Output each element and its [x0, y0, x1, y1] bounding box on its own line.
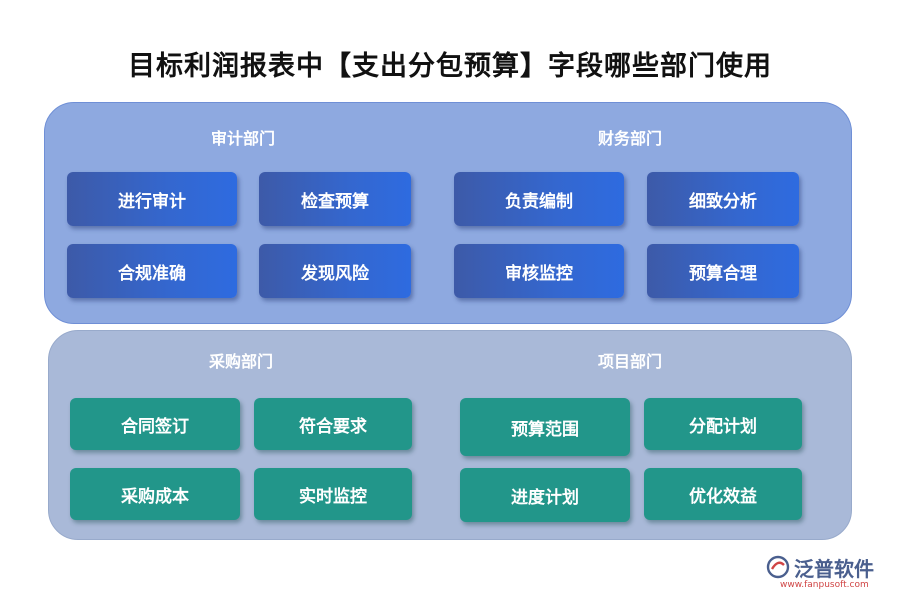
dept-label-project: 项目部门: [597, 352, 662, 371]
tag-purchase-4: 实时监控: [254, 468, 412, 520]
tag-audit-4: 发现风险: [259, 244, 411, 298]
tag-audit-3: 合规准确: [67, 244, 237, 298]
tag-project-1: 预算范围: [460, 398, 630, 456]
dept-label-purchase: 采购部门: [208, 352, 273, 371]
dept-label-finance: 财务部门: [597, 129, 662, 148]
tag-audit-1: 进行审计: [67, 172, 237, 226]
page-title: 目标利润报表中【支出分包预算】字段哪些部门使用: [128, 51, 772, 82]
dept-label-audit: 审计部门: [210, 129, 275, 148]
fanpu-logo-icon: [766, 555, 790, 579]
tag-project-4: 优化效益: [644, 468, 802, 520]
tag-purchase-3: 采购成本: [70, 468, 240, 520]
tag-finance-3: 审核监控: [454, 244, 624, 298]
logo-url: www.fanpusoft.com: [780, 580, 869, 590]
tag-purchase-2: 符合要求: [254, 398, 412, 450]
tag-project-3: 进度计划: [460, 468, 630, 522]
logo-name: 泛普软件: [794, 557, 874, 581]
tag-finance-4: 预算合理: [647, 244, 799, 298]
tag-finance-2: 细致分析: [647, 172, 799, 226]
tag-purchase-1: 合同签订: [70, 398, 240, 450]
tag-finance-1: 负责编制: [454, 172, 624, 226]
fanpu-logo: 泛普软件 www.fanpusoft.com: [766, 553, 894, 593]
tag-project-2: 分配计划: [644, 398, 802, 450]
tag-audit-2: 检查预算: [259, 172, 411, 226]
